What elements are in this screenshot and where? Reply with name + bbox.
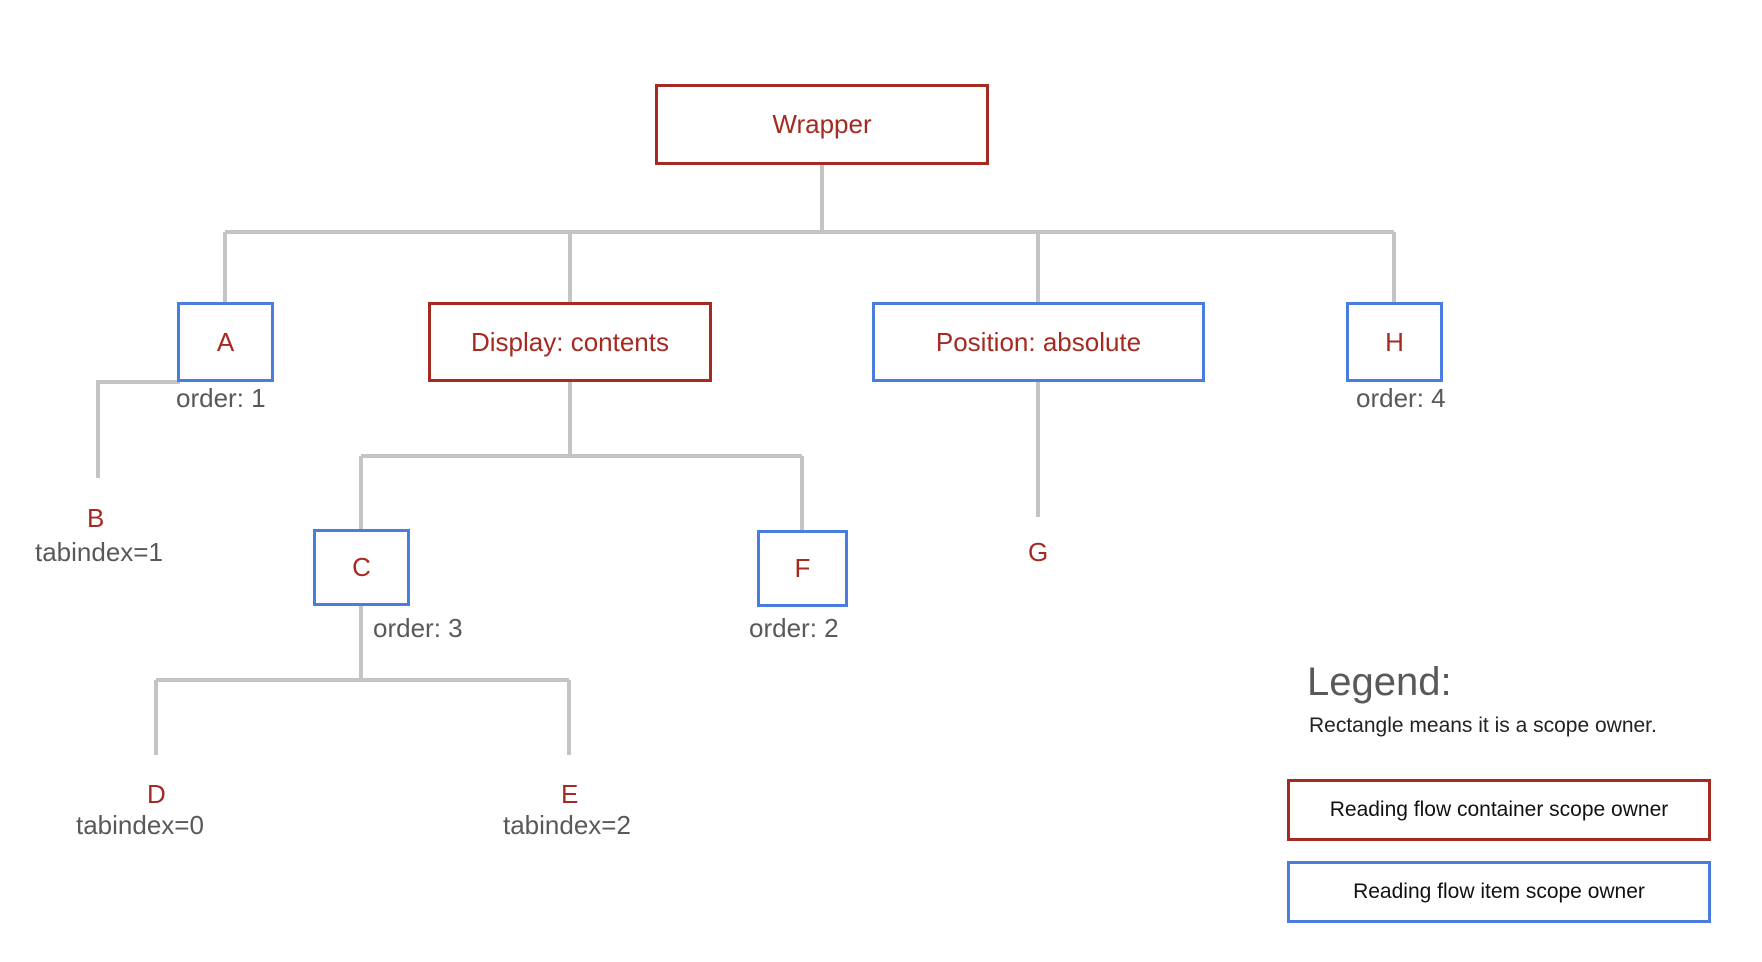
node-c: C <box>313 529 410 606</box>
legend-container-label: Reading flow container scope owner <box>1329 798 1669 821</box>
position-absolute-label: Position: absolute <box>935 326 1142 357</box>
node-b-tabindex: tabindex=1 <box>35 537 163 567</box>
node-d-tabindex: tabindex=0 <box>76 810 204 840</box>
node-c-order: order: 3 <box>373 613 463 643</box>
wrapper-label: Wrapper <box>772 109 872 139</box>
legend-container-scope-owner: Reading flow container scope owner <box>1287 779 1711 841</box>
legend-item-label: Reading flow item scope owner <box>1353 880 1645 903</box>
node-h: H <box>1346 302 1443 382</box>
legend-title: Legend: <box>1307 660 1452 704</box>
legend-item-scope-owner: Reading flow item scope owner <box>1287 861 1711 923</box>
node-d-label: D <box>147 779 166 809</box>
node-b-label: B <box>87 503 105 533</box>
node-f-label: F <box>794 553 811 583</box>
connector-a-to-b <box>96 380 180 478</box>
node-f-order: order: 2 <box>749 613 839 643</box>
node-c-label: C <box>352 552 371 582</box>
legend-description: Rectangle means it is a scope owner. <box>1309 714 1657 737</box>
node-a-order: order: 1 <box>176 383 266 413</box>
display-contents-node: Display: contents <box>428 302 712 382</box>
wrapper-node: Wrapper <box>655 84 989 165</box>
node-h-label: H <box>1385 326 1404 357</box>
display-contents-label: Display: contents <box>471 326 669 357</box>
node-f: F <box>757 530 848 607</box>
node-e-tabindex: tabindex=2 <box>503 810 631 840</box>
node-g-label: G <box>1028 537 1049 567</box>
node-h-order: order: 4 <box>1356 383 1446 413</box>
node-a-label: A <box>216 326 235 357</box>
node-a: A <box>177 302 274 382</box>
node-e-label: E <box>561 779 579 809</box>
position-absolute-node: Position: absolute <box>872 302 1205 382</box>
